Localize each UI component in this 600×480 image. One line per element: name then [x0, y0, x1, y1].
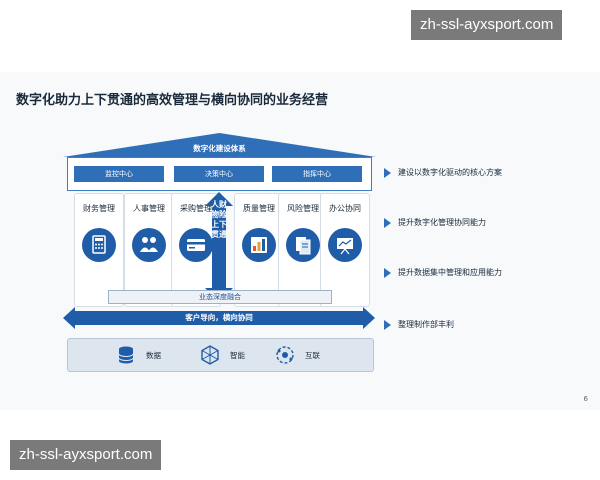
centers-frame: 监控中心 决策中心 指挥中心: [67, 157, 372, 191]
pillar-label: 风险管理: [287, 204, 319, 213]
base-item-connectivity: 互联: [275, 345, 320, 365]
pillar-label: 采购管理: [180, 204, 212, 213]
roof-banner: 数字化建设体系: [63, 133, 376, 157]
database-icon: [118, 346, 134, 364]
fusion-bar: 业态深度融合: [108, 290, 332, 304]
slide: 数字化助力上下贯通的高效管理与横向协同的业务经营 数字化建设体系 监控中心 决策…: [0, 72, 600, 410]
roof-label: 数字化建设体系: [193, 144, 246, 153]
triangle-bullet-icon: [384, 319, 391, 330]
watermark-bottom: zh-ssl-ayxsport.com: [10, 440, 162, 470]
pillar-finance: 财务管理: [74, 193, 124, 307]
pillar-risk: 风险管理: [278, 193, 328, 307]
network-link-icon: [276, 346, 294, 364]
bullet-item: 整理制作部丰利: [384, 319, 454, 330]
bullet-item: 提升数字化管理协同能力: [384, 217, 486, 228]
base-item-intelligence: 智能: [200, 345, 245, 365]
bullet-text: 建设以数字化驱动的核心方案: [398, 168, 502, 177]
base-label: 数据: [146, 350, 161, 360]
center-box-command: 指挥中心: [272, 166, 362, 182]
bullet-text: 提升数字化管理协同能力: [398, 218, 486, 227]
slide-title: 数字化助力上下贯通的高效管理与横向协同的业务经营: [16, 93, 329, 108]
base-label: 互联: [305, 350, 320, 360]
center-box-decision: 决策中心: [174, 166, 264, 182]
vertical-arrow-label: 人财物险上下贯通: [211, 200, 227, 239]
fusion-label: 业态深度融合: [199, 293, 241, 301]
bullet-text: 整理制作部丰利: [398, 320, 454, 329]
watermark-top: zh-ssl-ayxsport.com: [411, 10, 563, 40]
base-platform: 数据 智能 互联: [67, 338, 374, 372]
center-box-monitor: 监控中心: [74, 166, 164, 182]
pillar-office: 办公协同: [320, 193, 370, 307]
pillar-label: 人事管理: [133, 204, 165, 213]
bullet-text: 提升数据集中管理和应用能力: [398, 268, 502, 277]
pillar-label: 质量管理: [243, 204, 275, 213]
pillar-label: 财务管理: [83, 204, 115, 213]
bullet-item: 提升数据集中管理和应用能力: [384, 267, 502, 278]
people-icon: [132, 228, 166, 262]
bullet-item: 建设以数字化驱动的核心方案: [384, 167, 502, 178]
calculator-icon: [82, 228, 116, 262]
base-label: 智能: [230, 350, 245, 360]
credit-card-icon: [179, 228, 213, 262]
cube-network-icon: [201, 345, 219, 365]
chart-icon: [242, 228, 276, 262]
horizontal-arrow-label: 客户导向，横向协同: [185, 313, 253, 322]
documents-icon: [286, 228, 320, 262]
page-number: 6: [583, 395, 588, 403]
pillar-label: 办公协同: [329, 204, 361, 213]
vertical-arrow: [205, 192, 233, 302]
triangle-bullet-icon: [384, 267, 391, 278]
base-item-data: 数据: [116, 345, 161, 365]
presentation-icon: [328, 228, 362, 262]
horizontal-arrow: [63, 307, 375, 329]
triangle-bullet-icon: [384, 217, 391, 228]
pillar-quality: 质量管理: [234, 193, 284, 307]
triangle-bullet-icon: [384, 167, 391, 178]
